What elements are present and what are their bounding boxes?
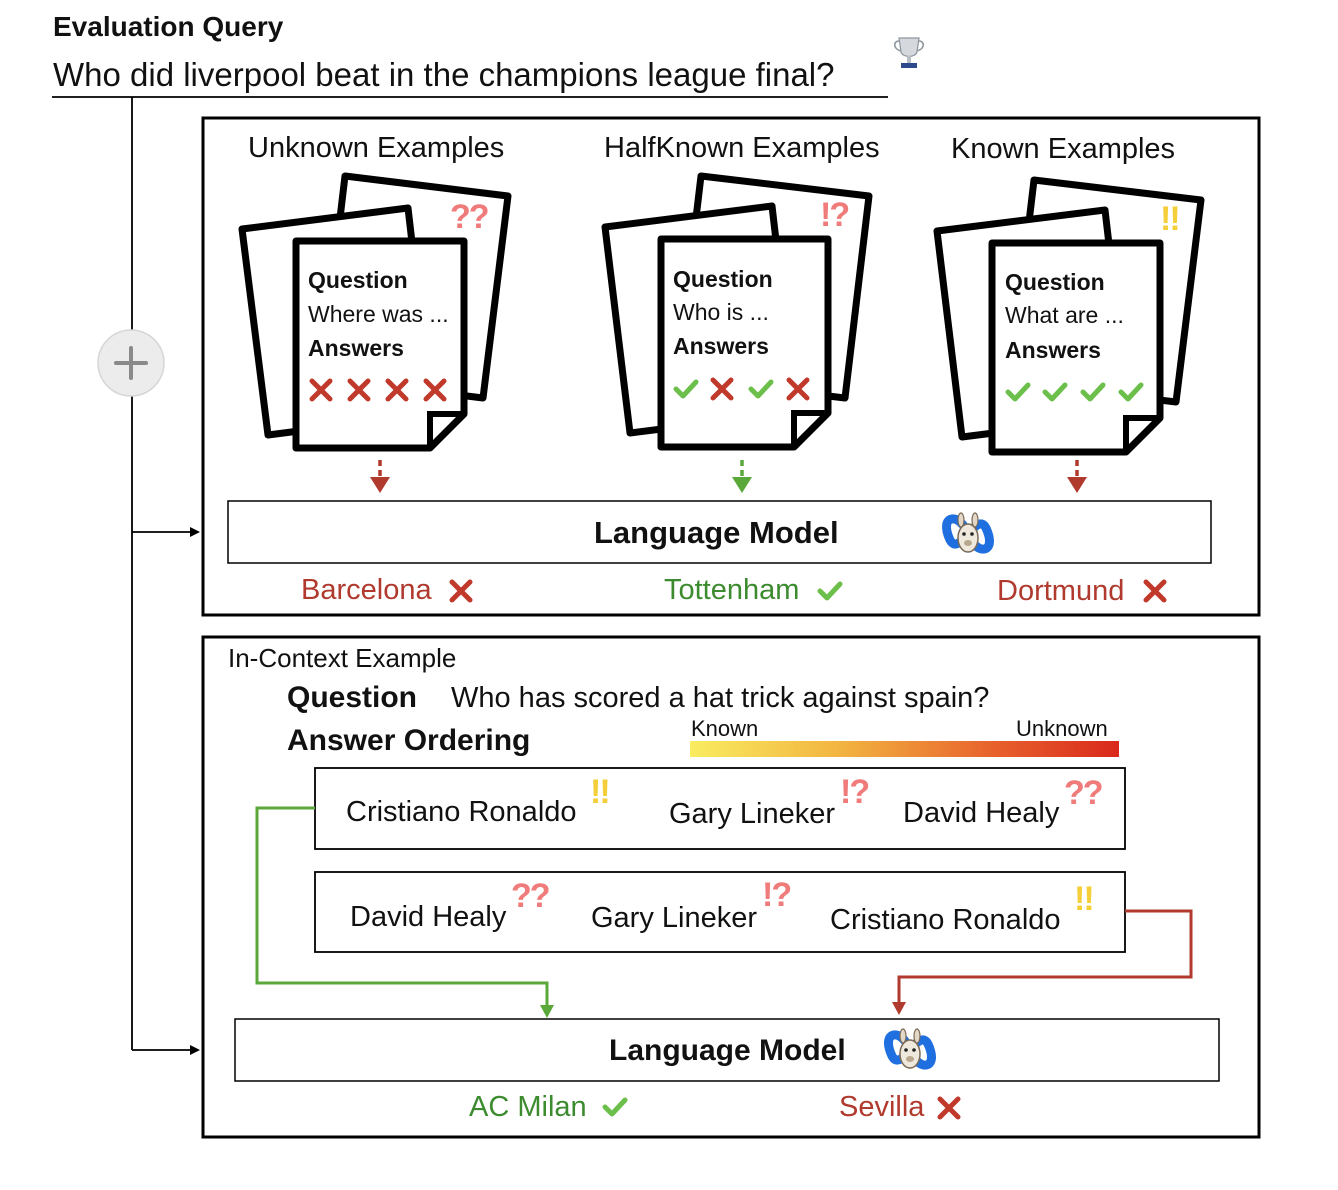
top-panel [201,116,1261,617]
halfknown-arrow [732,460,752,493]
known-arrow [1067,460,1087,493]
halfknown-question-text: Who is ... [673,299,769,325]
evaluation-query-title: Evaluation Query [53,11,284,42]
top-language-model-box [227,500,1212,564]
trophy-icon [893,37,925,69]
ac-milan-check-icon [605,1100,625,1114]
known-documents-stack [933,176,1205,456]
in-context-example-title: In-Context Example [228,643,457,673]
result-dortmund: Dortmund [997,575,1125,607]
unknown-answers-label: Answers [308,335,404,361]
halfknown-examples-heading: HalfKnown Examples [604,132,880,164]
row2-mark-3: !! [1074,880,1095,918]
result-ac-milan: AC Milan [469,1091,587,1123]
known-examples-heading: Known Examples [951,133,1176,165]
unknown-question-label: Question [308,267,408,293]
evaluation-query-text: Who did liverpool beat in the champions … [53,56,835,93]
row2-answer-1: David Healy [350,901,507,933]
scale-known-label: Known [691,716,759,741]
connector-arrowhead-top [190,527,200,537]
sevilla-wrong-icon [940,1099,958,1117]
barcelona-wrong-icon [452,582,470,600]
known-question-label: Question [1005,269,1105,295]
red-route-arrowhead [892,1002,906,1015]
result-tottenham: Tottenham [664,574,800,606]
scale-unknown-label: Unknown [1016,716,1108,741]
row2-answer-2: Gary Lineker [591,902,758,934]
unknown-arrow [370,460,390,493]
row2-answer-3: Cristiano Ronaldo [830,904,1061,936]
halfknown-documents-stack [601,172,873,451]
halfknown-mark: !? [820,196,850,234]
green-route-arrowhead [540,1005,554,1018]
answer-ordering-label: Answer Ordering [287,724,531,757]
red-route-line [897,909,1193,1003]
unknown-question-text: Where was ... [308,301,449,327]
dortmund-wrong-icon [1146,582,1164,600]
row1-answer-3: David Healy [903,797,1060,829]
row1-mark-1: !! [590,773,611,811]
add-button[interactable] [97,329,165,397]
halfknown-answers-label: Answers [673,333,769,359]
ordering-row-known-first [314,767,1126,850]
halfknown-question-label: Question [673,266,773,292]
bottom-language-model-box [234,1018,1220,1082]
bottom-language-model-label: Language Model [609,1034,846,1067]
known-answers-label: Answers [1005,337,1101,363]
known-mark: !! [1160,200,1181,238]
row2-mark-2: !? [762,876,792,914]
row2-mark-1: ?? [511,877,551,915]
known-question-text: What are ... [1005,302,1124,328]
top-language-model-label: Language Model [594,515,839,550]
row1-mark-2: !? [840,773,870,811]
unknown-examples-heading: Unknown Examples [248,132,505,164]
in-context-question-label: Question [287,681,418,714]
row1-answer-1: Cristiano Ronaldo [346,796,577,828]
result-barcelona: Barcelona [301,574,432,606]
unknown-documents-stack [238,172,512,452]
result-sevilla: Sevilla [839,1091,925,1123]
known-unknown-scale-bar [690,741,1119,757]
green-route-line [255,806,549,1006]
tottenham-check-icon [820,584,840,598]
connector-arrowhead-bottom [190,1045,200,1055]
in-context-question-text: Who has scored a hat trick against spain… [451,682,990,714]
ordering-row-unknown-first [314,871,1126,953]
bottom-panel [201,635,1261,1139]
unknown-mark: ?? [450,198,490,236]
row1-answer-2: Gary Lineker [669,798,836,830]
row1-mark-3: ?? [1064,774,1104,812]
